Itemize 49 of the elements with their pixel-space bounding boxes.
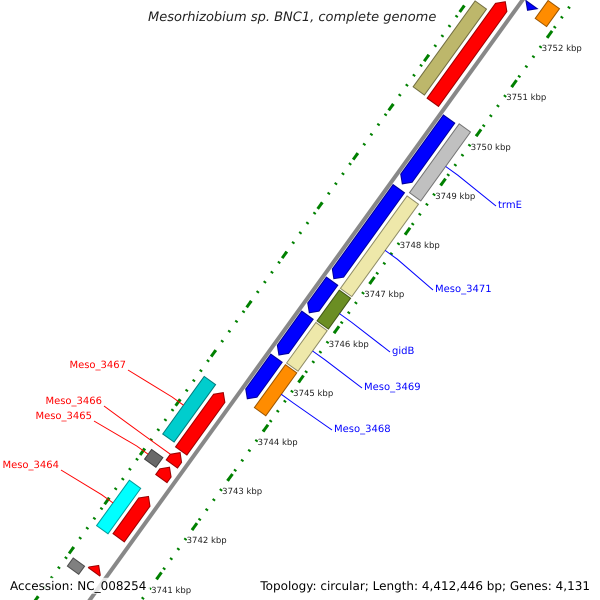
leader-line	[104, 406, 171, 455]
scale-label: 3751 kbp	[506, 93, 546, 104]
scale-label: 3752 kbp	[542, 44, 582, 54]
gene-block	[525, 0, 538, 11]
gene-block	[245, 353, 283, 400]
leader-line	[128, 370, 184, 406]
leader-line	[312, 350, 362, 388]
leader-line	[445, 166, 496, 206]
gene-bar	[162, 376, 216, 443]
title: Mesorhizobium sp. BNC1, complete genome	[148, 10, 436, 26]
scale-label: 3744 kbp	[258, 438, 298, 448]
scale-label: 3748 kbp	[400, 240, 440, 252]
gene-bar	[66, 557, 86, 575]
gene-block	[400, 114, 456, 184]
gene-block	[307, 276, 338, 314]
gene-block	[155, 466, 172, 484]
leader-line	[339, 313, 390, 352]
scale-label: 3746 kbp	[328, 339, 369, 350]
leader-line	[94, 420, 149, 455]
gene-bar	[286, 322, 328, 372]
scale-label: 3747 kbp	[364, 290, 404, 300]
gene-block	[166, 452, 182, 469]
gene-label: Meso_3469	[364, 382, 421, 394]
gene-bar	[340, 195, 420, 298]
gene-block	[112, 496, 151, 543]
gene-label: Meso_3467	[69, 360, 126, 372]
scale-label: 3745 kbp	[293, 388, 334, 399]
gene-block	[174, 392, 226, 456]
scale-label: 3742 kbp	[186, 536, 227, 546]
leader-line	[60, 470, 114, 504]
gene-label: Meso_3466	[45, 396, 102, 408]
scale-label: 3750 kbp	[470, 142, 511, 153]
gene-bar	[96, 480, 142, 534]
scale-label: 3749 kbp	[435, 192, 476, 202]
genome-stats-text: Topology: circular; Length: 4,412,446 bp; Genes: 4,131	[258, 578, 592, 594]
gene-label: Meso_3464	[2, 460, 59, 472]
gene-label: Meso_3468	[334, 424, 391, 436]
scale-label: 3741 kbp	[151, 586, 192, 596]
gene-label: Meso_3471	[435, 284, 492, 296]
gene-bar	[144, 448, 164, 468]
gene-block	[276, 310, 314, 356]
leader-line	[280, 394, 332, 430]
gene-label: trmE	[498, 200, 522, 212]
scale-label: 3743 kbp	[222, 487, 262, 498]
gene-bar	[316, 289, 352, 330]
gene-label: gidB	[392, 346, 414, 358]
gene-bar	[534, 0, 560, 28]
gene-label: Meso_3465	[35, 411, 92, 423]
leader-line	[384, 250, 434, 290]
